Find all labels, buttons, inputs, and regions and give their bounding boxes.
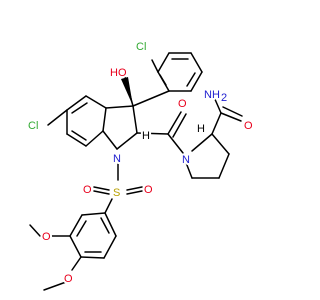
- oxygen-methoxy-upper-label: O: [42, 231, 51, 243]
- hydrogen-proline-label: H: [197, 123, 205, 135]
- oxygen-methoxy-lower-label: O: [64, 273, 73, 285]
- cl-atom-left: Cl: [28, 120, 38, 132]
- oxygen-amide-label: O: [244, 120, 253, 132]
- amine-subscript: 2: [221, 92, 227, 104]
- nitrogen-indoline-label: N: [113, 153, 121, 165]
- amine-label: NH: [204, 89, 220, 101]
- molecule-structure-diagram: Cl Cl HO H H N N NH 2 O O S O O O O: [26, 39, 255, 291]
- sulfur-label: S: [113, 187, 120, 199]
- cl-atom-top: Cl: [136, 41, 146, 53]
- nitrogen-proline-label: N: [182, 154, 190, 166]
- wedge-bond: [121, 77, 133, 106]
- oxygen-sulfonyl-right-label: O: [144, 184, 153, 196]
- atom-labels: Cl Cl HO H H N N NH 2 O O S O O O O: [26, 39, 255, 287]
- oxygen-sulfonyl-left-label: O: [83, 184, 92, 196]
- hydroxyl-label: HO: [110, 67, 127, 79]
- hydrogen-c2-label: H: [142, 130, 150, 142]
- oxygen-carbonyl-label: O: [178, 98, 187, 110]
- bond-network: [29, 52, 243, 291]
